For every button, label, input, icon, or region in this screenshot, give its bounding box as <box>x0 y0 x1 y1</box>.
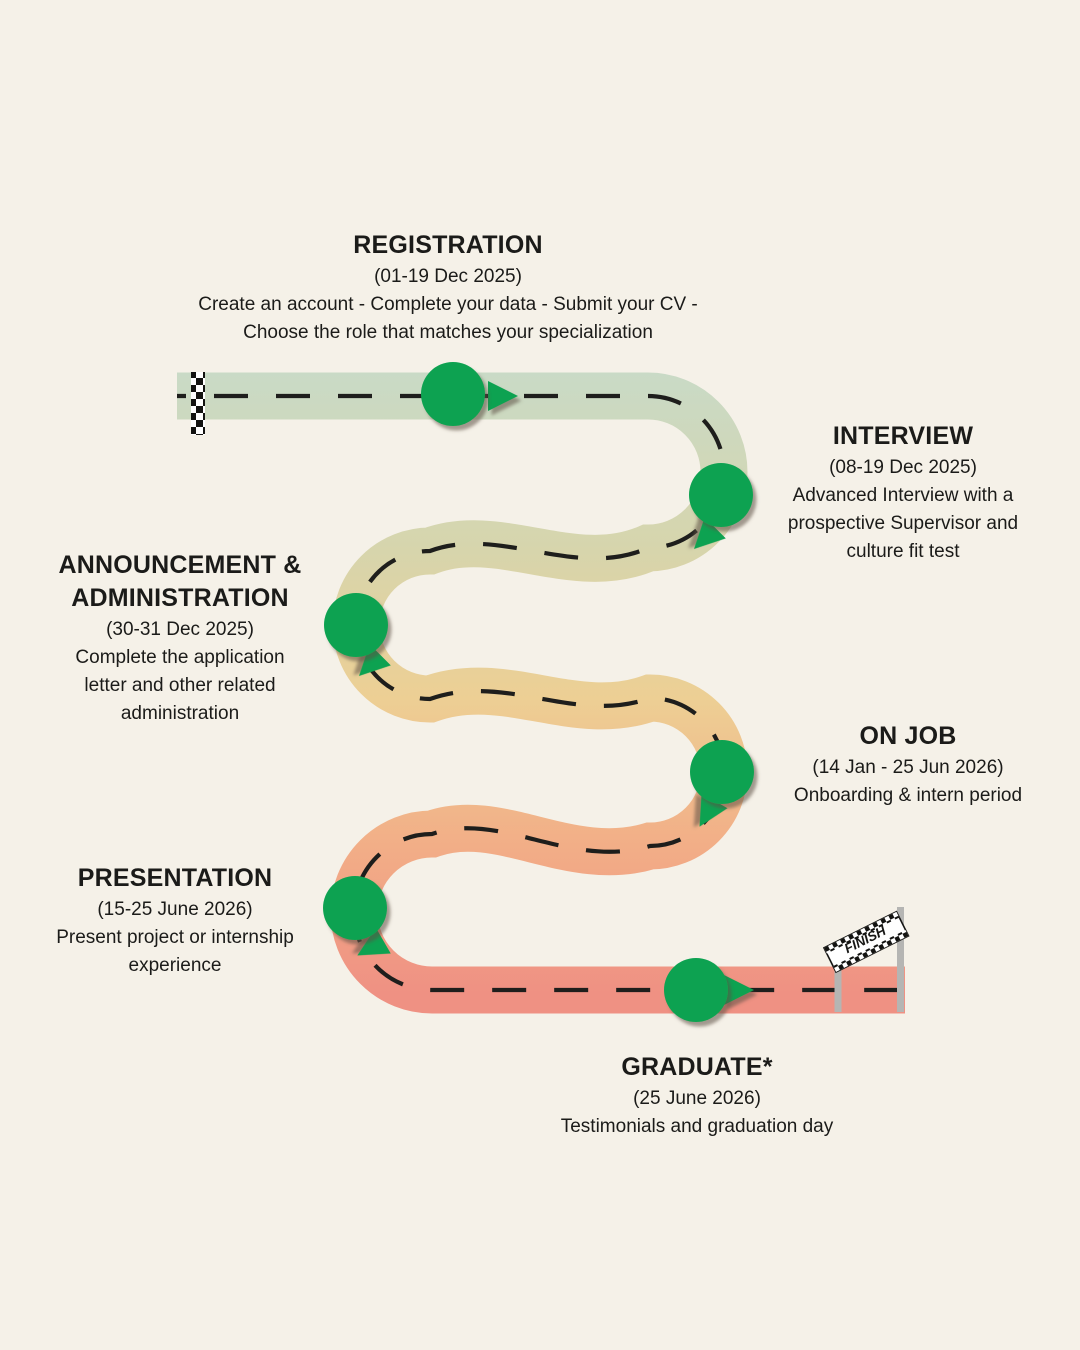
stage-title: REGISTRATION <box>353 231 543 259</box>
stage-title: PRESENTATION <box>77 864 273 892</box>
stage-description-line: culture fit test <box>846 541 960 562</box>
direction-arrow-graduate-icon <box>724 975 754 1005</box>
stage-date: (30-31 Dec 2025) <box>106 619 254 640</box>
stage-on-job: ON JOB (14 Jan - 25 Jun 2026) Onboarding… <box>753 720 1063 810</box>
stage-title: INTERVIEW <box>832 422 974 450</box>
stage-date: (08-19 Dec 2025) <box>829 457 977 478</box>
milestone-dot-registration-icon <box>421 362 485 426</box>
stage-presentation: PRESENTATION (15-25 June 2026) Present p… <box>20 862 330 980</box>
milestone-dot-onjob-icon <box>690 740 754 804</box>
stage-description-line: Complete the application <box>75 647 285 668</box>
stage-graduate: GRADUATE* (25 June 2026) Testimonials an… <box>527 1051 867 1141</box>
milestone-dot-graduate-icon <box>664 958 728 1022</box>
stage-title: ON JOB <box>859 722 957 750</box>
direction-arrow-registration-icon <box>488 381 518 411</box>
stage-description-line: administration <box>120 703 240 724</box>
stage-date: (14 Jan - 25 Jun 2026) <box>812 757 1004 778</box>
finish-banner: FINISH <box>822 910 910 974</box>
stage-date: (01-19 Dec 2025) <box>374 266 522 287</box>
direction-arrow-interview-icon <box>693 517 726 550</box>
road-centerline <box>177 393 905 993</box>
stage-description-line: Onboarding & intern period <box>793 785 1023 806</box>
stage-title: ANNOUNCEMENT & <box>58 551 302 579</box>
milestone-dot-presentation-icon <box>323 876 387 940</box>
stage-description-line: prospective Supervisor and <box>787 513 1019 534</box>
stage-description-line: Advanced Interview with a <box>792 485 1014 506</box>
start-line-checker-icon <box>191 372 205 435</box>
milestone-markers <box>323 362 754 1022</box>
stage-title: GRADUATE* <box>621 1053 773 1081</box>
finish-pole-right <box>897 907 904 1012</box>
stage-description-line: experience <box>128 955 222 976</box>
stage-description-line: Choose the role that matches your specia… <box>243 322 653 343</box>
stage-description-line: letter and other related <box>84 675 276 696</box>
direction-arrow-onjob-icon <box>699 793 728 827</box>
stage-interview: INTERVIEW (08-19 Dec 2025) Advanced Inte… <box>758 420 1048 566</box>
stage-description-line: Testimonials and graduation day <box>560 1116 834 1137</box>
finish-pole-left <box>834 944 842 1012</box>
direction-arrow-presentation-icon <box>357 927 391 956</box>
stage-date: (15-25 June 2026) <box>97 899 253 920</box>
milestone-dot-announcement-icon <box>324 593 388 657</box>
stage-date: (25 June 2026) <box>633 1088 761 1109</box>
stage-announcement-administration: ANNOUNCEMENT & ADMINISTRATION (30-31 Dec… <box>25 549 335 728</box>
stage-description-line: Present project or internship <box>56 927 294 948</box>
stage-title: ADMINISTRATION <box>71 584 289 612</box>
milestone-dot-interview-icon <box>689 463 753 527</box>
stage-description-line: Create an account - Complete your data -… <box>198 294 698 315</box>
stage-registration: REGISTRATION (01-19 Dec 2025) Create an … <box>128 229 768 347</box>
